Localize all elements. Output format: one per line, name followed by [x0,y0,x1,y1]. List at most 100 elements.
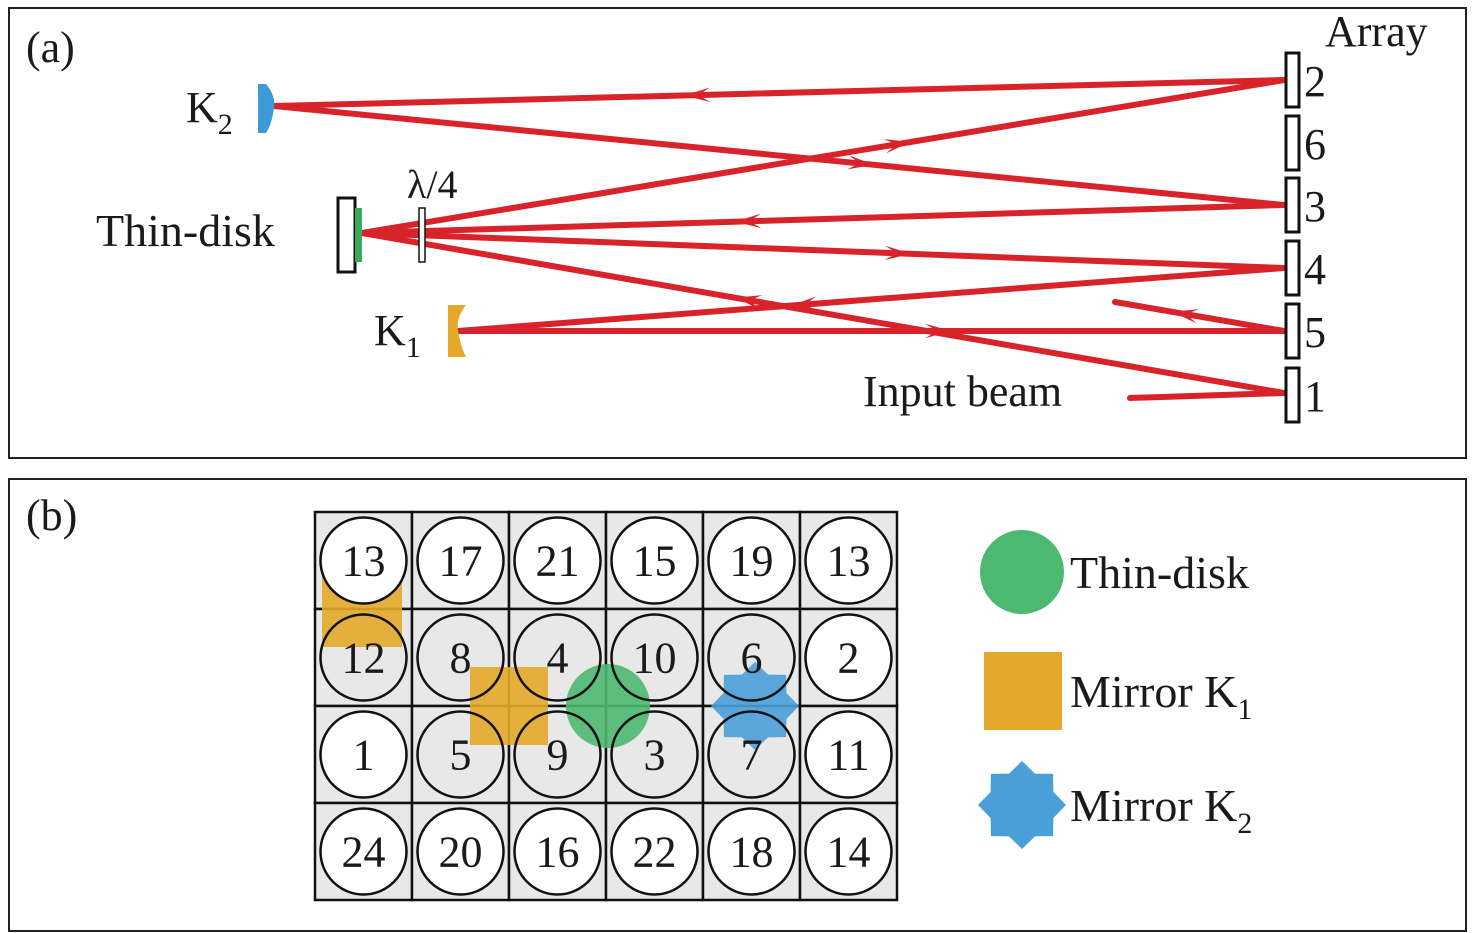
array-element: 6 [1284,114,1326,172]
array-element-label: 2 [1304,57,1326,106]
array-spot: 18 [707,807,796,896]
array-title: Array [1325,7,1428,56]
legend-square-icon [984,652,1062,730]
array-element-label: 3 [1304,182,1326,231]
array-spot: 11 [804,710,893,799]
arrow-icon [684,87,711,102]
array-element-label: 4 [1304,245,1326,294]
thin-disk-mount [336,196,357,274]
spot-number: 5 [450,731,472,780]
legend-item: Mirror K2 [978,761,1252,849]
array-mirror-icon [1284,302,1301,360]
legend-label: Mirror K2 [1070,780,1252,840]
array-spot: 4 [513,613,602,702]
arrow-icon [790,296,818,311]
array-spot: 19 [707,516,796,605]
arrow-icon [884,245,911,261]
spot-number: 3 [644,731,666,780]
arrow-icon [1172,309,1200,324]
array-spot: 6 [707,613,796,702]
beam-segment [1127,390,1287,401]
array-element: 5 [1284,302,1326,360]
spot-number: 10 [633,634,677,683]
array-spot: 12 [319,613,408,702]
spot-number: 2 [838,634,860,683]
array-spot: 1 [319,710,408,799]
array-mirror-icon [1284,366,1301,424]
legend-item: Mirror K1 [984,652,1252,730]
thin-disk-icon [355,208,362,262]
array-spot: 22 [610,807,699,896]
panel-b-label: (b) [26,491,77,540]
input-beam-label: Input beam [863,367,1062,416]
spot-number: 13 [342,537,386,586]
overlay-shapes [322,569,799,750]
spot-number: 17 [439,537,483,586]
legend-label: Thin-disk [1070,547,1249,598]
array-mirror-icon [1284,114,1301,172]
spot-number: 14 [827,828,871,877]
panel-b-frame [8,478,1467,932]
spot-number: 7 [741,731,763,780]
array-element: 1 [1284,366,1326,424]
k1-marker-icon [470,667,548,745]
array-spot: 21 [513,516,602,605]
spot-number: 16 [536,828,580,877]
legend-item: Thin-disk [980,530,1249,614]
beam-segment [271,103,1287,208]
array-mirror-icon [1284,51,1301,109]
array-element-label: 6 [1304,120,1326,169]
k1-mirror-icon [448,305,466,357]
beam-segment [1112,299,1287,334]
waveplate-label: λ/4 [407,162,458,207]
array-spot: 9 [513,710,602,799]
k1-label: K1 [374,306,421,364]
array-element: 3 [1284,176,1326,234]
array-element-label: 1 [1304,372,1326,421]
spot-number: 15 [633,537,677,586]
beam-segment [271,77,1287,109]
array-spot: 10 [610,613,699,702]
thin-disk-marker-icon [566,664,650,748]
spot-number: 6 [741,634,763,683]
beam-paths [271,77,1287,401]
spot-number: 11 [827,731,869,780]
array-element: 2 [1284,51,1326,109]
spot-number: 20 [439,828,483,877]
legend-star-icon [978,761,1066,849]
array-spot: 5 [416,710,505,799]
arrow-icon [925,323,952,339]
array-mirror-icon [1284,176,1301,234]
spot-number: 12 [342,634,386,683]
beam-segment [359,230,1287,396]
array-spot: 13 [319,516,408,605]
array-spot: 24 [319,807,408,896]
array-spot: 16 [513,807,602,896]
array-spot: 7 [707,710,796,799]
arrow-icon [735,213,762,229]
legend-label: Mirror K1 [1070,666,1252,726]
k2-mirror-icon [258,84,275,133]
array-element-label: 5 [1304,308,1326,357]
spot-number: 1 [353,731,375,780]
beam-segment [359,202,1287,236]
spot-number: 9 [547,731,569,780]
spot-number: 18 [730,828,774,877]
spot-number: 8 [450,634,472,683]
beam-segment [359,77,1287,236]
spot-number: 4 [547,634,569,683]
panel-a-label: (a) [26,23,75,72]
beam-segment [455,323,1287,339]
beam-segment [359,230,1287,271]
array-spot: 15 [610,516,699,605]
arrow-icon [883,139,911,154]
k2-label: K2 [186,83,233,141]
spot-number: 21 [536,537,580,586]
spot-number: 22 [633,828,677,877]
array-spot: 3 [610,710,699,799]
waveplate-icon [418,207,426,263]
k2-marker-icon [711,662,799,750]
legend-circle-icon [980,530,1064,614]
